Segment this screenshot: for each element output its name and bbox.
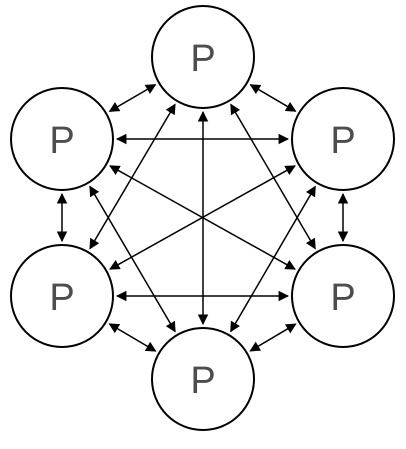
node-circle xyxy=(291,244,395,348)
node-circle xyxy=(291,87,395,191)
edge-bottom-to-upper-left xyxy=(89,185,176,333)
node-label: P xyxy=(330,277,355,319)
node-circle xyxy=(10,244,114,348)
edge-top-to-upper-right xyxy=(249,84,297,112)
edge-lower-right-to-bottom xyxy=(249,323,297,352)
node-label: P xyxy=(190,38,215,80)
node-upper-left: P xyxy=(10,87,114,191)
node-circle xyxy=(151,327,255,431)
edge-top-to-upper-left xyxy=(108,84,157,112)
node-label: P xyxy=(330,120,355,162)
nodes-layer: P P P P P P xyxy=(10,5,395,431)
edges-layer xyxy=(56,84,349,352)
node-label: P xyxy=(49,277,74,319)
edge-lower-right-to-upper-left xyxy=(109,165,296,270)
edge-bottom-to-lower-left xyxy=(108,323,157,352)
node-circle xyxy=(151,5,255,109)
node-bottom: P xyxy=(151,327,255,431)
node-label: P xyxy=(49,120,74,162)
node-top: P xyxy=(151,5,255,109)
node-upper-right: P xyxy=(291,87,395,191)
node-lower-left: P xyxy=(10,244,114,348)
node-label: P xyxy=(190,360,215,402)
node-lower-right: P xyxy=(291,244,395,348)
node-circle xyxy=(10,87,114,191)
